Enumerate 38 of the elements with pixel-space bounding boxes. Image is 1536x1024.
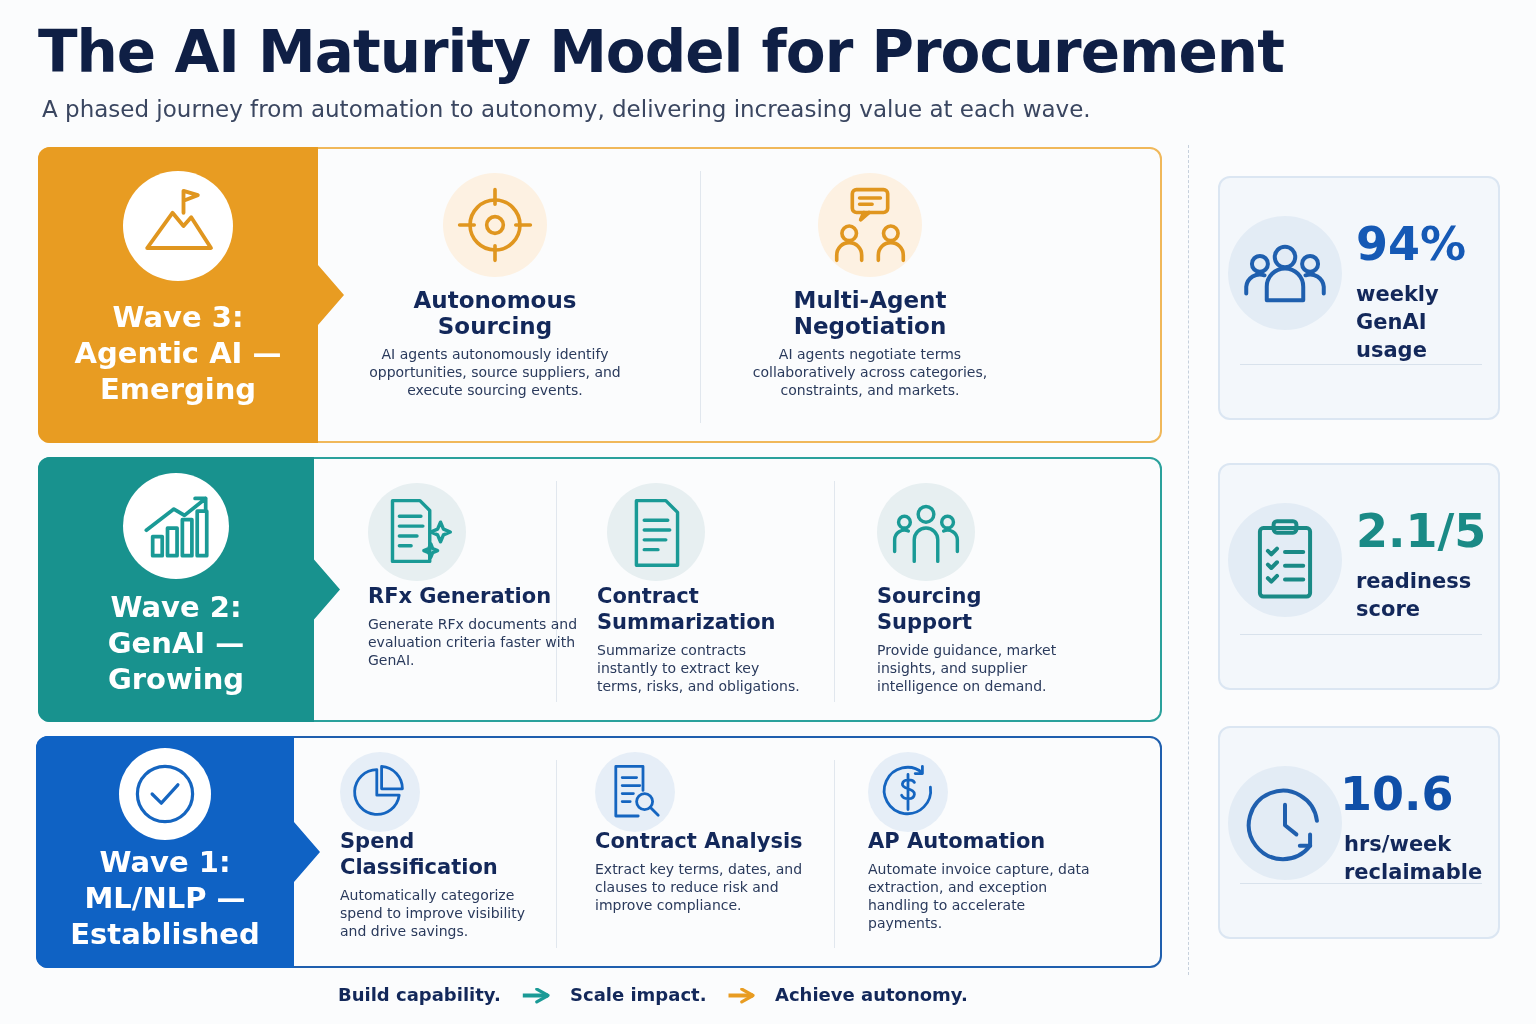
feature-description: Automate invoice capture, data extraction, and exception handling to accelerate payments.	[868, 860, 1091, 932]
feature-title: AP Automation	[868, 828, 1047, 854]
feature-description: Generate RFx documents and evaluation criteria faster with GenAI.	[368, 615, 578, 669]
feature-title: Sourcing Support	[877, 583, 983, 635]
feature-title: Contract Analysis	[595, 828, 804, 854]
step-label: Achieve autonomy.	[775, 984, 968, 1005]
feature-description: AI agents autonomously identify opportunities, source suppliers, and execute sourcing events.	[368, 345, 622, 399]
wave-band	[38, 457, 1162, 722]
wave-title: Wave 3: Agentic AI — Emerging	[73, 299, 283, 407]
wave-title: Wave 2: GenAI — Growing	[106, 589, 246, 697]
stat-value: 10.6	[1340, 766, 1454, 823]
wave-band	[36, 736, 1162, 968]
stat-card	[1218, 463, 1500, 690]
feature-description: AI agents negotiate terms collaboratively across categories, constraints, and markets.	[751, 345, 989, 399]
wave-title: Wave 1: ML/NLP — Established	[69, 844, 261, 952]
arrow	[522, 987, 550, 1004]
feature-title: Autonomous Sourcing	[412, 287, 578, 339]
stat-label: hrs/week reclaimable	[1344, 831, 1484, 886]
feature-description: Extract key terms, dates, and clauses to reduce risk and improve compliance.	[595, 860, 804, 914]
feature-title: Multi-Agent Negotiation	[792, 287, 948, 339]
arrow	[728, 987, 755, 1004]
feature-description: Automatically categorize spend to improve visibility and drive savings.	[340, 886, 526, 940]
subtitle: A phased journey from automation to autonomy, delivering increasing value at each wave.	[42, 96, 1091, 122]
feature-description: Provide guidance, market insights, and supplier intelligence on demand.	[877, 641, 1058, 695]
step-label: Scale impact.	[570, 984, 707, 1005]
stat-card	[1218, 726, 1500, 939]
stat-label: readiness score	[1356, 568, 1473, 623]
feature-title: Contract Summarization	[597, 583, 777, 635]
feature-title: RFx Generation	[368, 583, 553, 609]
feature-description: Summarize contracts instantly to extract key terms, risks, and obligations.	[597, 641, 801, 695]
stat-value: 2.1/5	[1356, 503, 1487, 560]
feature-title: Spend Classification	[340, 828, 499, 880]
wave-band	[38, 147, 1162, 443]
stat-card	[1218, 176, 1500, 420]
step-label: Build capability.	[338, 984, 501, 1005]
title: The AI Maturity Model for Procurement	[38, 18, 1284, 86]
stat-value: 94%	[1356, 216, 1467, 273]
stat-label: weekly GenAI usage	[1356, 281, 1440, 364]
